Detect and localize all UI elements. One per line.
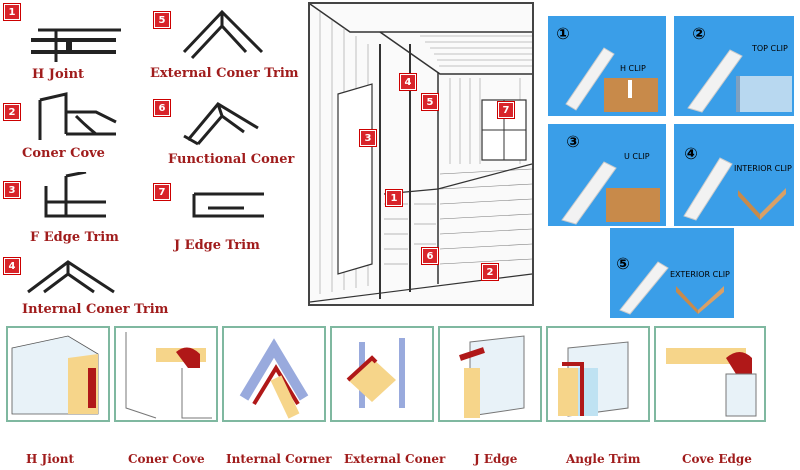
functional-coner-profile	[178, 94, 278, 150]
room-badge-3: 3	[360, 130, 376, 146]
external-coner-illustration	[332, 328, 432, 420]
trim-badge-6: 6	[154, 100, 170, 116]
room-illustration	[310, 4, 532, 304]
exterior-clip-shape	[614, 256, 674, 316]
bottom-label-j-edge: J Edge	[474, 452, 517, 466]
clip-label-5: EXTERIOR CLIP	[670, 270, 730, 279]
trim-label-4: Internal Coner Trim	[22, 302, 168, 317]
f-edge-trim-profile	[36, 172, 126, 228]
cove-edge-illustration	[656, 328, 764, 420]
panel-shape-2	[736, 76, 792, 112]
room-diagram: 1 2 3 4 5 6 7	[308, 2, 534, 306]
trim-badge-3: 3	[4, 182, 20, 198]
trim-label-6: Functional Coner	[168, 152, 294, 167]
trim-label-3: F Edge Trim	[30, 230, 119, 245]
panel-internal-corner	[222, 326, 326, 422]
internal-coner-trim-profile	[24, 256, 154, 300]
clip-panel-1: ① H CLIP	[548, 16, 666, 116]
clip-label-1: H CLIP	[620, 64, 646, 73]
coner-cove-illustration	[116, 328, 216, 420]
room-badge-4: 4	[400, 74, 416, 90]
clip-label-4: INTERIOR CLIP	[734, 164, 792, 173]
panel-angle-trim	[546, 326, 650, 422]
clip-panel-5: ⑤ EXTERIOR CLIP	[610, 228, 734, 318]
angle-trim-illustration	[548, 328, 648, 420]
coner-cove-profile	[26, 92, 126, 144]
clip-label-2: TOP CLIP	[752, 44, 788, 53]
external-coner-trim-profile	[178, 4, 278, 64]
clip-panel-2: ② TOP CLIP	[674, 16, 794, 116]
panel-external-coner	[330, 326, 434, 422]
clip-num-3: ③	[564, 132, 582, 150]
bottom-label-h-jiont: H Jiont	[26, 452, 74, 466]
bottom-label-angle-trim: Angle Trim	[566, 452, 640, 466]
trim-badge-2: 2	[4, 104, 20, 120]
clip-num-2: ②	[690, 24, 708, 42]
clip-label-3: U CLIP	[624, 152, 650, 161]
trim-label-5: External Coner Trim	[150, 66, 299, 81]
panel-j-edge	[438, 326, 542, 422]
clip-panel-4: ④ INTERIOR CLIP	[674, 124, 794, 226]
panel-h-jiont	[6, 326, 110, 422]
room-badge-1: 1	[386, 190, 402, 206]
wood-panel-3	[606, 188, 660, 222]
wood-panel-1	[604, 78, 658, 112]
trim-badge-1: 1	[4, 4, 20, 20]
bottom-label-coner-cove: Coner Cove	[128, 452, 205, 466]
trim-badge-4: 4	[4, 258, 20, 274]
trim-label-7: J Edge Trim	[174, 238, 260, 253]
room-badge-6: 6	[422, 248, 438, 264]
h-joint-profile	[26, 16, 126, 62]
j-edge-trim-profile	[184, 184, 284, 224]
trim-badge-7: 7	[154, 184, 170, 200]
panel-cove-edge	[654, 326, 766, 422]
j-edge-illustration	[440, 328, 540, 420]
trim-label-1: H Joint	[32, 67, 84, 82]
internal-corner-illustration	[224, 328, 324, 420]
bottom-label-internal-corner: Internal Corner	[226, 452, 332, 466]
trim-label-2: Coner Cove	[22, 146, 105, 161]
corner-panel-4	[734, 182, 790, 222]
clip-panel-3: ③ U CLIP	[548, 124, 666, 226]
corner-panel-5	[670, 282, 730, 316]
room-badge-7: 7	[498, 102, 514, 118]
h-jiont-illustration	[8, 328, 108, 420]
bottom-label-external-coner: External Coner	[344, 452, 445, 466]
panel-coner-cove	[114, 326, 218, 422]
trim-badge-5: 5	[154, 12, 170, 28]
bottom-label-cove-edge: Cove Edge	[682, 452, 752, 466]
interior-clip-shape	[678, 152, 738, 222]
room-badge-5: 5	[422, 94, 438, 110]
room-badge-2: 2	[482, 264, 498, 280]
